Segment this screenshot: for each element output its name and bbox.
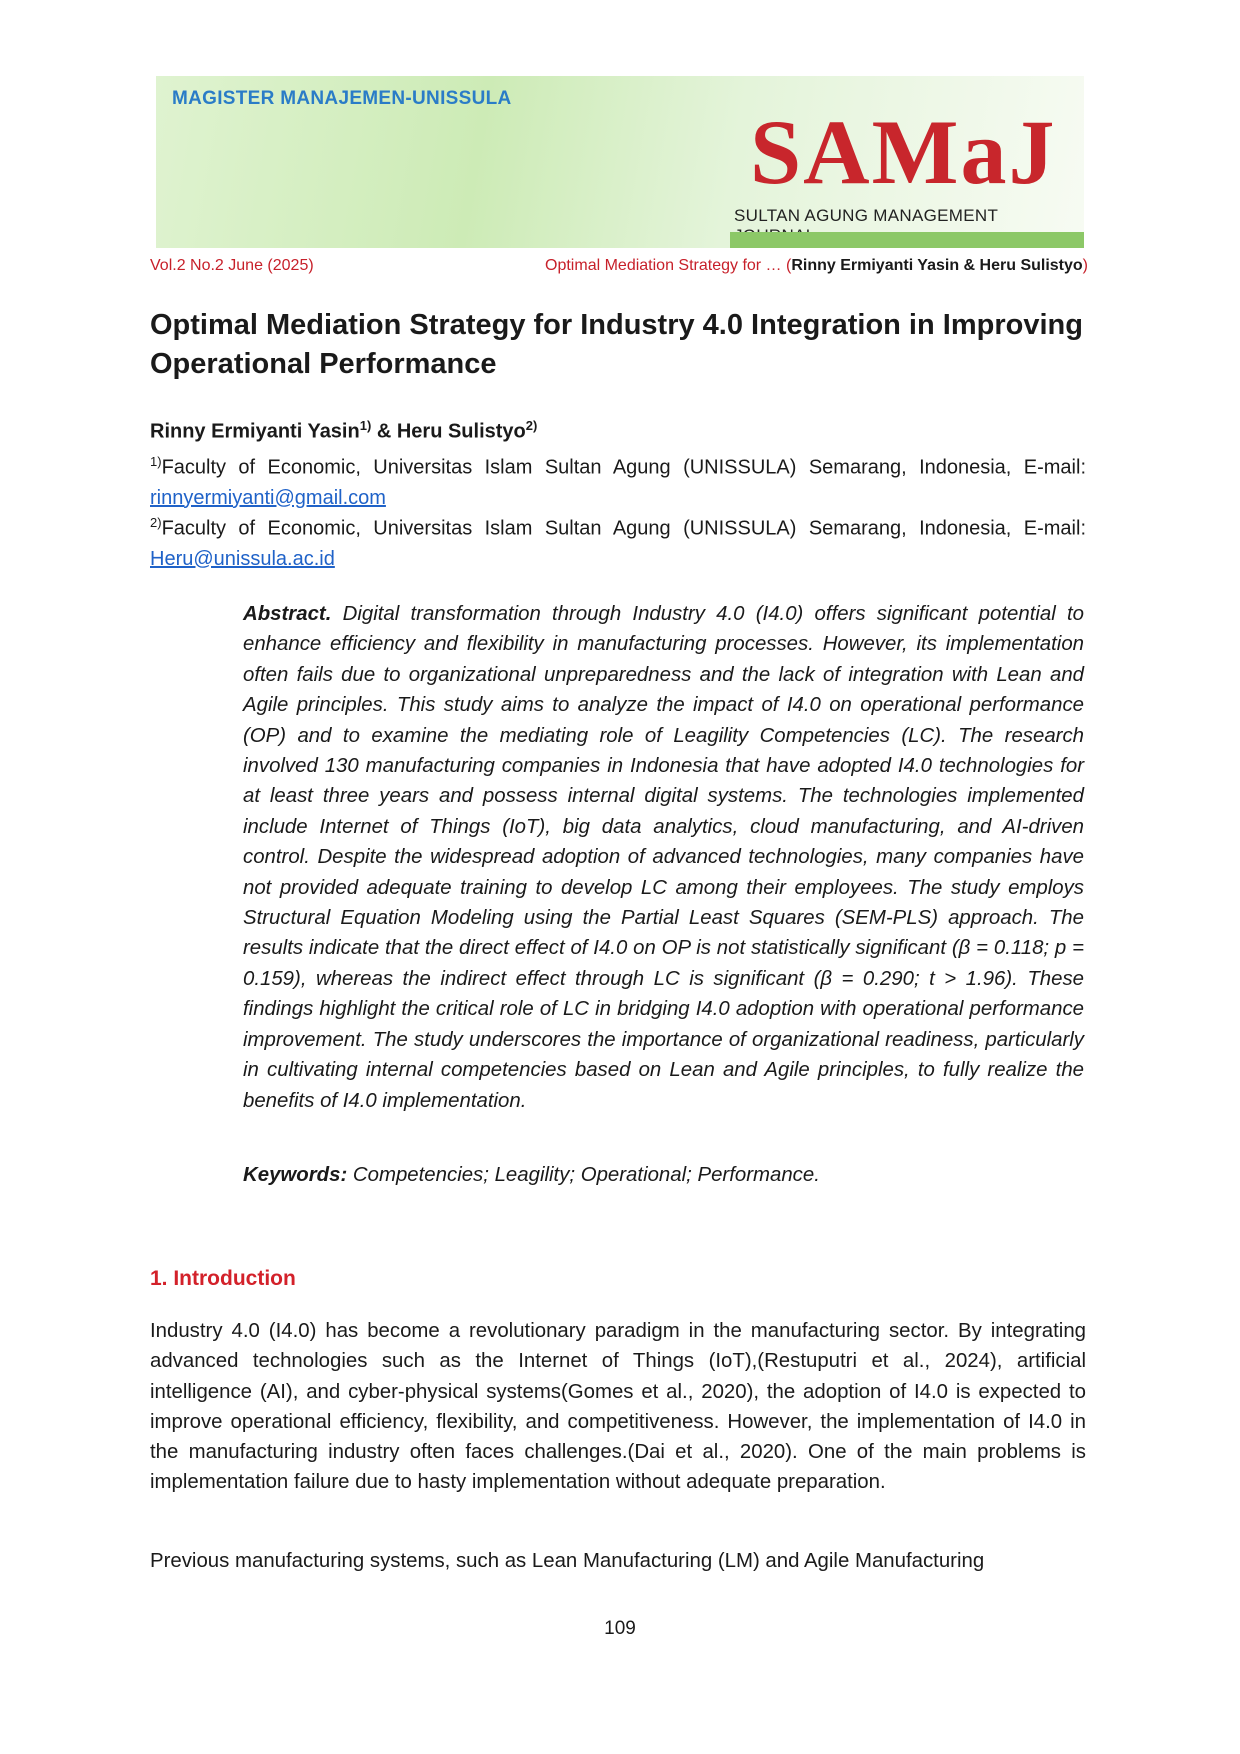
affiliation-1: 1)Faculty of Economic, Universitas Islam…	[150, 447, 1086, 513]
running-header-close: )	[1082, 257, 1088, 274]
affiliation-2: 2)Faculty of Economic, Universitas Islam…	[150, 508, 1086, 574]
abstract-label: Abstract.	[243, 603, 332, 625]
paper-title-line-2: Operational Performance	[150, 348, 497, 380]
author-list: Rinny Ermiyanti Yasin1) & Heru Sulistyo2…	[150, 418, 537, 444]
banner-accent-bar	[730, 232, 1084, 248]
running-header-title: Optimal Mediation Strategy for … (Rinny …	[545, 257, 1088, 275]
abstract-text: Digital transformation through Industry …	[243, 603, 1084, 1112]
body-paragraph: Previous manufacturing systems, such as …	[150, 1550, 985, 1572]
affiliation-1-mark: 1)	[150, 454, 162, 469]
journal-banner: MAGISTER MANAJEMEN-UNISSULA SAMaJ SULTAN…	[156, 76, 1084, 248]
affiliation-2-mark: 2)	[150, 515, 162, 530]
keywords-label: Keywords:	[243, 1164, 348, 1186]
body-paragraph: Industry 4.0 (I4.0) has become a revolut…	[150, 1320, 1086, 1494]
author-1-affiliation-mark: 1)	[359, 418, 372, 433]
running-header-authors: Rinny Ermiyanti Yasin & Heru Sulistyo	[791, 257, 1083, 274]
section-heading: 1. Introduction	[150, 1267, 296, 1290]
affiliation-1-text: Faculty of Economic, Universitas Islam S…	[161, 456, 1086, 479]
paper-title-line-1: Optimal Mediation Strategy for Industry …	[150, 309, 1083, 341]
author-1: Rinny Ermiyanti Yasin	[150, 420, 360, 443]
author-2-affiliation-mark: 2)	[525, 418, 538, 433]
journal-logo: SAMaJ	[750, 101, 1057, 203]
affiliation-2-email-link[interactable]: Heru@unissula.ac.id	[150, 547, 335, 570]
author-2: Heru Sulistyo	[396, 420, 526, 443]
affiliation-2-text: Faculty of Economic, Universitas Islam S…	[161, 517, 1086, 540]
program-name: MAGISTER MANAJEMEN-UNISSULA	[172, 88, 512, 109]
running-header-volume: Vol.2 No.2 June (2025)	[150, 257, 314, 274]
keywords-text: Competencies; Leagility; Operational; Pe…	[347, 1164, 820, 1186]
page-number: 109	[604, 1618, 636, 1639]
keywords: Keywords: Competencies; Leagility; Opera…	[243, 1164, 1084, 1187]
paper-title: Optimal Mediation Strategy for Industry …	[150, 306, 1090, 384]
author-separator: &	[371, 420, 397, 443]
running-header-short-title: Optimal Mediation Strategy for … (	[545, 257, 792, 274]
affiliation-1-email-link[interactable]: rinnyermiyanti@gmail.com	[150, 486, 386, 509]
abstract: Abstract. Digital transformation through…	[243, 599, 1084, 1116]
